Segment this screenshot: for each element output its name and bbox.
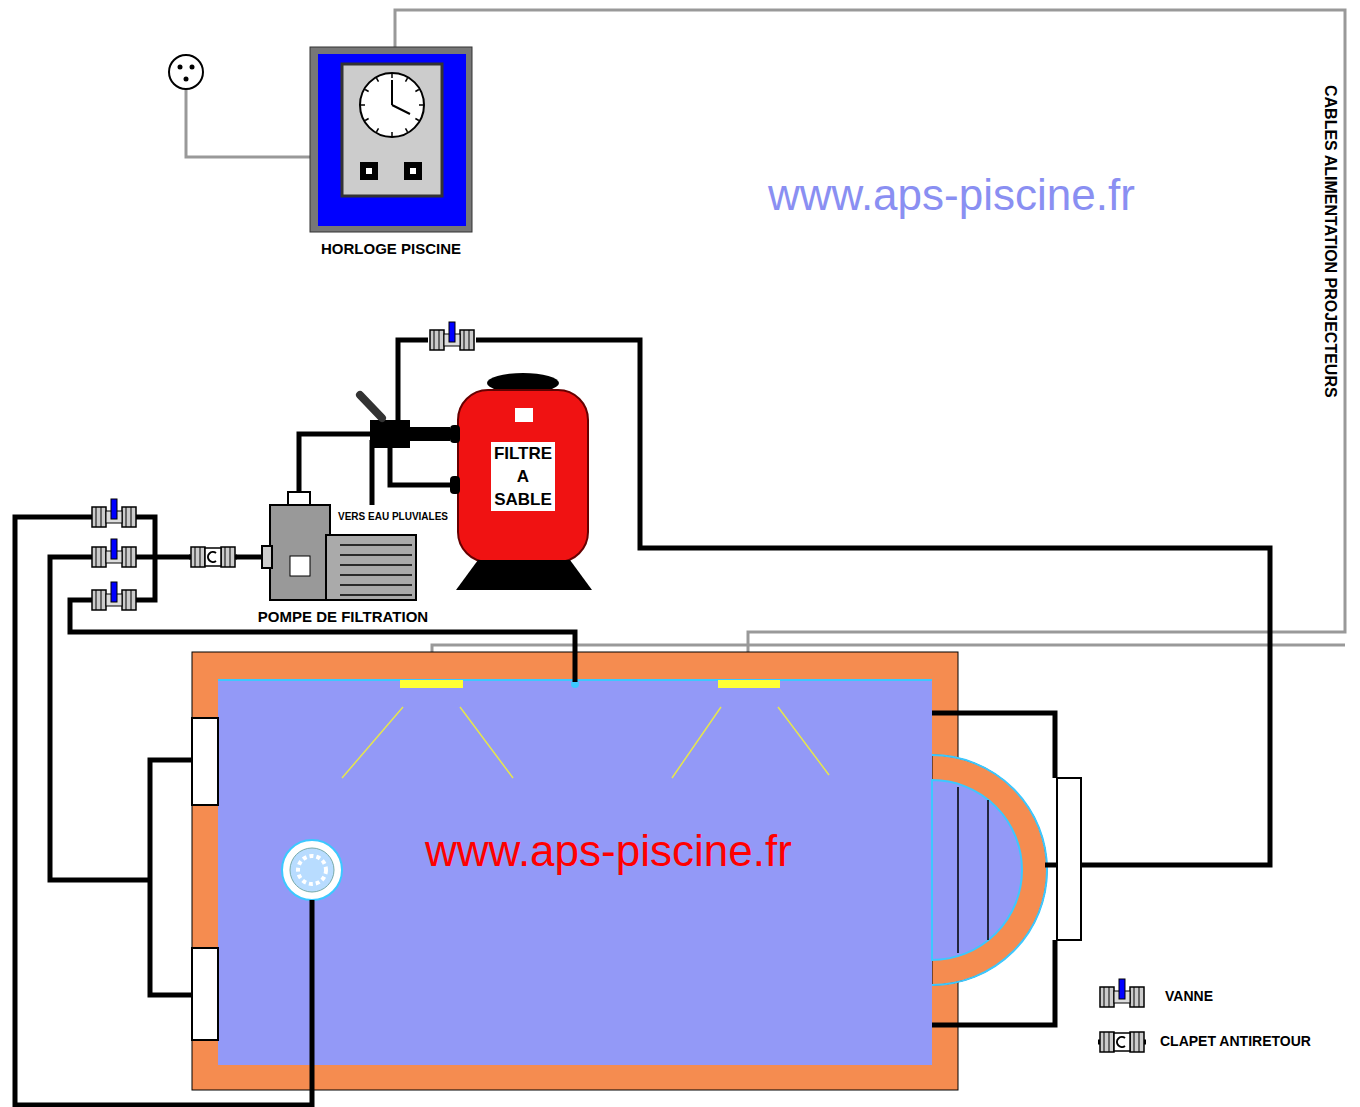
part-label: HORLOGE PISCINE: [321, 240, 461, 257]
watermark: www.aps-piscine.fr: [425, 826, 792, 876]
part-label: POMPE DE FILTRATION: [258, 608, 428, 625]
legend-entry: VANNE: [1165, 988, 1213, 1004]
legend-entry: CLAPET ANTIRETOUR: [1160, 1033, 1311, 1049]
tank-label: FILTRE A SABLE: [491, 442, 555, 511]
pipe-connector: [299, 434, 458, 492]
cable-label: CABLES ALIMENTATION PROJECTEURS: [1321, 85, 1339, 398]
watermark: www.aps-piscine.fr: [768, 170, 1135, 220]
sand-filter: FILTRE A SABLE: [458, 390, 588, 562]
pool-clock: HORLOGE PISCINE: [310, 47, 472, 232]
drain-label: VERS EAU PLUVIALES: [338, 511, 448, 522]
